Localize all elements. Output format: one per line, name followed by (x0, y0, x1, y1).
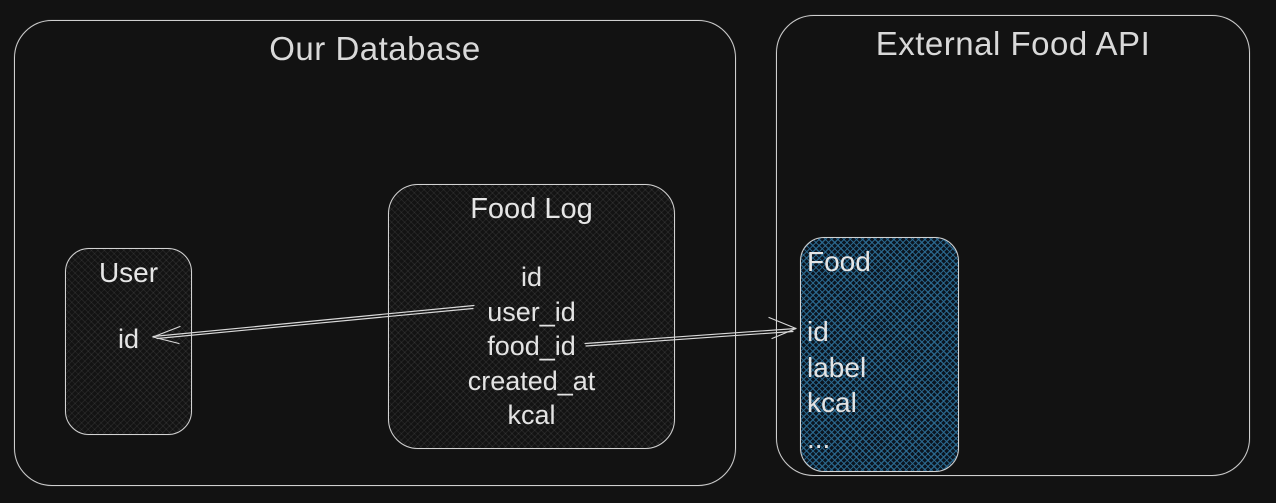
entity-user[interactable]: User id (65, 248, 192, 435)
field-food-kcal: kcal (807, 387, 857, 418)
entity-food-log[interactable]: Food Log id user_id food_id created_at k… (388, 184, 675, 449)
group-title-our-database: Our Database (269, 30, 481, 67)
field-food-label: label (807, 351, 867, 383)
group-title-external-food-api: External Food API (875, 25, 1151, 62)
field-food-log-kcal: kcal (507, 400, 556, 430)
field-user-id: id (117, 324, 139, 354)
field-food-log-food-id: food_id (487, 331, 576, 361)
field-food-ellipsis: ... (807, 422, 831, 454)
field-food-id: id (807, 316, 829, 347)
group-our-database[interactable]: Our Database (14, 20, 736, 486)
entity-user-fields: id (66, 323, 191, 355)
entity-food-log-fields: id user_id food_id created_at kcal (389, 260, 674, 433)
field-food-log-created-at: created_at (467, 365, 596, 396)
field-food-log-id: id (520, 262, 542, 292)
group-external-food-api[interactable]: External Food API (776, 15, 1250, 476)
entity-food-log-title: Food Log (470, 193, 593, 225)
entity-user-title: User (98, 257, 159, 288)
entity-food-title: Food (807, 246, 871, 277)
entity-food-fields: id label kcal ... (801, 314, 958, 456)
field-food-log-user-id: user_id (487, 296, 576, 327)
entity-food[interactable]: Food id label kcal ... (800, 237, 959, 472)
